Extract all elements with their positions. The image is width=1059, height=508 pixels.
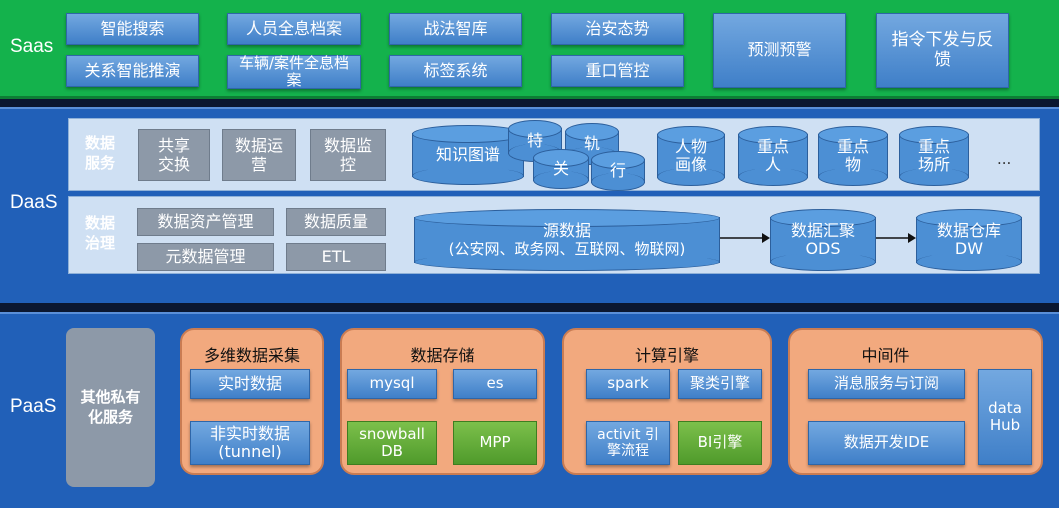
source-data-title: 源数据 bbox=[542, 221, 591, 241]
dw-cylinder[interactable]: 数据仓库DW bbox=[916, 209, 1022, 271]
source-data-cylinder[interactable]: 源数据 (公安网、政务网、互联网、物联网) bbox=[414, 209, 720, 271]
key-person-label: 重点人 bbox=[756, 136, 789, 174]
non-realtime-data-button[interactable]: 非实时数据(tunnel) bbox=[190, 421, 310, 465]
activit-engine-button[interactable]: activit 引擎流程 bbox=[586, 421, 670, 465]
saas-item-tag-system[interactable]: 标签系统 bbox=[389, 55, 522, 87]
collect-title: 多维数据采集 bbox=[203, 346, 300, 365]
mysql-button[interactable]: mysql bbox=[347, 369, 437, 399]
xing-label: 行 bbox=[609, 160, 626, 180]
realtime-data-button[interactable]: 实时数据 bbox=[190, 369, 310, 399]
saas-item-person-archive[interactable]: 人员全息档案 bbox=[227, 13, 361, 45]
gui-label: 轨 bbox=[583, 133, 600, 153]
compute-title: 计算引擎 bbox=[634, 346, 699, 365]
knowledge-graph-label: 知识图谱 bbox=[435, 144, 500, 164]
te-label: 特 bbox=[526, 130, 543, 150]
ods-label: 数据汇聚ODS bbox=[790, 220, 855, 258]
data-asset-management-box[interactable]: 数据资产管理 bbox=[137, 208, 274, 236]
share-exchange-box[interactable]: 共享交换 bbox=[138, 129, 210, 181]
source-data-subtitle: (公安网、政务网、互联网、物联网) bbox=[448, 239, 686, 258]
key-object-cylinder[interactable]: 重点物 bbox=[818, 126, 888, 186]
data-monitor-box[interactable]: 数据监控 bbox=[310, 129, 386, 181]
paas-label: PaaS bbox=[10, 396, 57, 417]
snowball-db-button[interactable]: snowball DB bbox=[347, 421, 437, 465]
saas-item-smart-search[interactable]: 智能搜索 bbox=[66, 13, 199, 45]
mpp-button[interactable]: MPP bbox=[453, 421, 537, 465]
saas-label: Saas bbox=[10, 36, 54, 57]
key-object-label: 重点物 bbox=[836, 136, 869, 174]
key-person-cylinder[interactable]: 重点人 bbox=[738, 126, 808, 186]
saas-item-vehicle-case-archive[interactable]: 车辆/案件全息档案 bbox=[227, 54, 361, 89]
daas-label: DaaS bbox=[10, 192, 58, 213]
knowledge-graph-cylinder[interactable]: 知识图谱 bbox=[412, 125, 524, 185]
saas-item-relation-deduction[interactable]: 关系智能推演 bbox=[66, 55, 199, 87]
cluster-engine-button[interactable]: 聚类引擎 bbox=[678, 369, 762, 399]
middleware-title: 中间件 bbox=[861, 346, 910, 365]
dw-label: 数据仓库DW bbox=[936, 220, 1001, 258]
person-profile-cylinder[interactable]: 人物画像 bbox=[657, 126, 725, 186]
private-service-box[interactable]: 其他私有化服务 bbox=[66, 328, 155, 487]
flow-arrows bbox=[720, 233, 916, 243]
person-profile-label: 人物画像 bbox=[674, 136, 707, 174]
private-service-label: 其他私有化服务 bbox=[80, 388, 141, 426]
saas-item-key-control[interactable]: 重口管控 bbox=[551, 55, 684, 87]
data-quality-box[interactable]: 数据质量 bbox=[286, 208, 386, 236]
saas-item-command-feedback[interactable]: 指令下发与反馈 bbox=[876, 13, 1009, 88]
ods-cylinder[interactable]: 数据汇聚ODS bbox=[770, 209, 876, 271]
xing-cylinder[interactable]: 行 bbox=[591, 151, 645, 191]
guan-cylinder[interactable]: 关 bbox=[533, 149, 589, 189]
saas-item-security-situation[interactable]: 治安态势 bbox=[551, 13, 684, 45]
guan-label: 关 bbox=[552, 158, 569, 178]
bi-engine-button[interactable]: BI引擎 bbox=[678, 421, 762, 465]
data-hub-button[interactable]: data Hub bbox=[978, 369, 1032, 465]
more-ellipsis: ... bbox=[997, 150, 1012, 168]
arrow-source-to-ods bbox=[720, 233, 770, 243]
key-place-label: 重点场所 bbox=[917, 136, 950, 174]
etl-box[interactable]: ETL bbox=[286, 243, 386, 271]
arrow-ods-to-dw bbox=[876, 233, 916, 243]
data-governance-label: 数据治理 bbox=[84, 214, 115, 252]
data-service-label: 数据服务 bbox=[84, 134, 115, 172]
storage-title: 数据存储 bbox=[410, 346, 475, 365]
saas-item-forecast-warning[interactable]: 预测预警 bbox=[713, 13, 846, 88]
data-dev-ide-button[interactable]: 数据开发IDE bbox=[808, 421, 965, 465]
spark-button[interactable]: spark bbox=[586, 369, 670, 399]
es-button[interactable]: es bbox=[453, 369, 537, 399]
data-operation-box[interactable]: 数据运营 bbox=[222, 129, 296, 181]
saas-item-tactics-library[interactable]: 战法智库 bbox=[389, 13, 522, 45]
key-place-cylinder[interactable]: 重点场所 bbox=[899, 126, 969, 186]
metadata-management-box[interactable]: 元数据管理 bbox=[137, 243, 274, 271]
message-service-button[interactable]: 消息服务与订阅 bbox=[808, 369, 965, 399]
